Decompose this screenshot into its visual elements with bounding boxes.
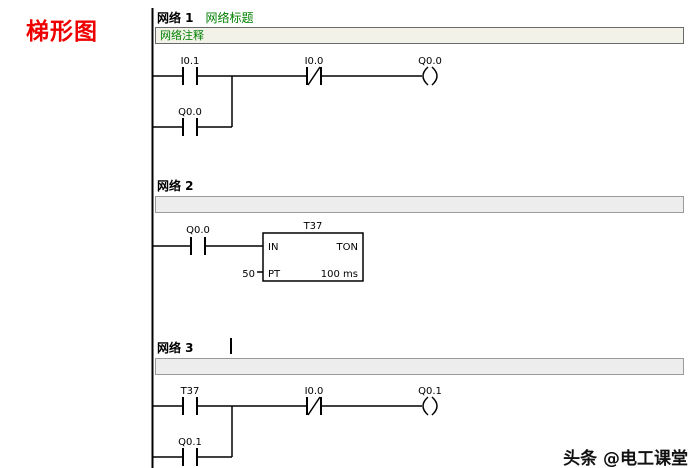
watermark: 头条 @电工课堂 xyxy=(563,449,688,468)
contact-symbol[interactable] xyxy=(190,236,206,256)
contact-symbol[interactable] xyxy=(182,447,198,467)
network2-header[interactable]: 网络 2 xyxy=(157,177,194,194)
nc-slash-icon xyxy=(307,396,321,416)
output-coil[interactable]: Q0.0 xyxy=(418,56,442,86)
network3-comment-box[interactable] xyxy=(155,358,684,375)
timer-timebase-label: 100 ms xyxy=(321,269,358,280)
coil-symbol[interactable] xyxy=(422,396,438,416)
timer-block[interactable]: T37 IN TON PT 100 ms 50 xyxy=(242,221,364,282)
contact-label: T37 xyxy=(180,386,200,397)
network3-header[interactable]: 网络 3 xyxy=(157,339,194,356)
branch-contact-no[interactable]: Q0.0 xyxy=(178,107,202,137)
network1-label: 网络 1 xyxy=(157,11,194,25)
contact-symbol[interactable] xyxy=(182,117,198,137)
output-coil[interactable]: Q0.1 xyxy=(418,386,442,416)
contact-nc[interactable]: I0.0 xyxy=(305,386,324,416)
timer-box[interactable] xyxy=(262,232,364,282)
network2-rung: Q0.0 T37 IN TON PT 100 ms 50 xyxy=(152,221,364,282)
coil-symbol[interactable] xyxy=(422,66,438,86)
contact-nc[interactable]: I0.0 xyxy=(305,56,324,86)
network1-wires xyxy=(152,75,422,128)
contact-no[interactable]: I0.1 xyxy=(181,56,200,86)
contact-label: Q0.0 xyxy=(186,225,210,236)
network2-label: 网络 2 xyxy=(157,179,194,193)
timer-preset-value[interactable]: 50 xyxy=(242,269,255,280)
network2-wires xyxy=(152,245,263,273)
network3-wires xyxy=(152,405,422,458)
contact-label: I0.1 xyxy=(181,56,200,67)
text-cursor xyxy=(230,338,232,354)
nc-slash-icon xyxy=(307,66,321,86)
coil-label: Q0.0 xyxy=(418,56,442,67)
network1-title[interactable]: 网络标题 xyxy=(205,11,254,25)
ladder-diagram-label: 梯形图 xyxy=(26,19,98,45)
branch-contact-no[interactable]: Q0.1 xyxy=(178,437,202,467)
network1-rung: I0.1 I0.0 Q0.0 Q0.0 xyxy=(152,56,442,137)
contact-symbol[interactable] xyxy=(182,66,198,86)
network2-comment-box[interactable] xyxy=(155,196,684,213)
coil-label: Q0.1 xyxy=(418,386,442,397)
network3-rung: T37 I0.0 Q0.1 Q0.1 xyxy=(152,386,442,467)
contact-no[interactable]: T37 xyxy=(180,386,200,416)
timer-name: T37 xyxy=(303,221,323,232)
network1-comment-box[interactable]: 网络注释 xyxy=(155,27,684,44)
network1-comment-text: 网络注释 xyxy=(160,29,204,42)
contact-label: Q0.0 xyxy=(178,107,202,118)
contact-label: Q0.1 xyxy=(178,437,202,448)
timer-type-label: TON xyxy=(336,242,358,253)
contact-symbol[interactable] xyxy=(182,396,198,416)
contact-no[interactable]: Q0.0 xyxy=(186,225,210,256)
timer-in-pin-label: IN xyxy=(268,242,278,253)
network3-label: 网络 3 xyxy=(157,341,194,355)
timer-pt-pin-label: PT xyxy=(268,269,281,280)
contact-label: I0.0 xyxy=(305,56,324,67)
contact-label: I0.0 xyxy=(305,386,324,397)
network1-header[interactable]: 网络 1 网络标题 xyxy=(157,9,254,26)
